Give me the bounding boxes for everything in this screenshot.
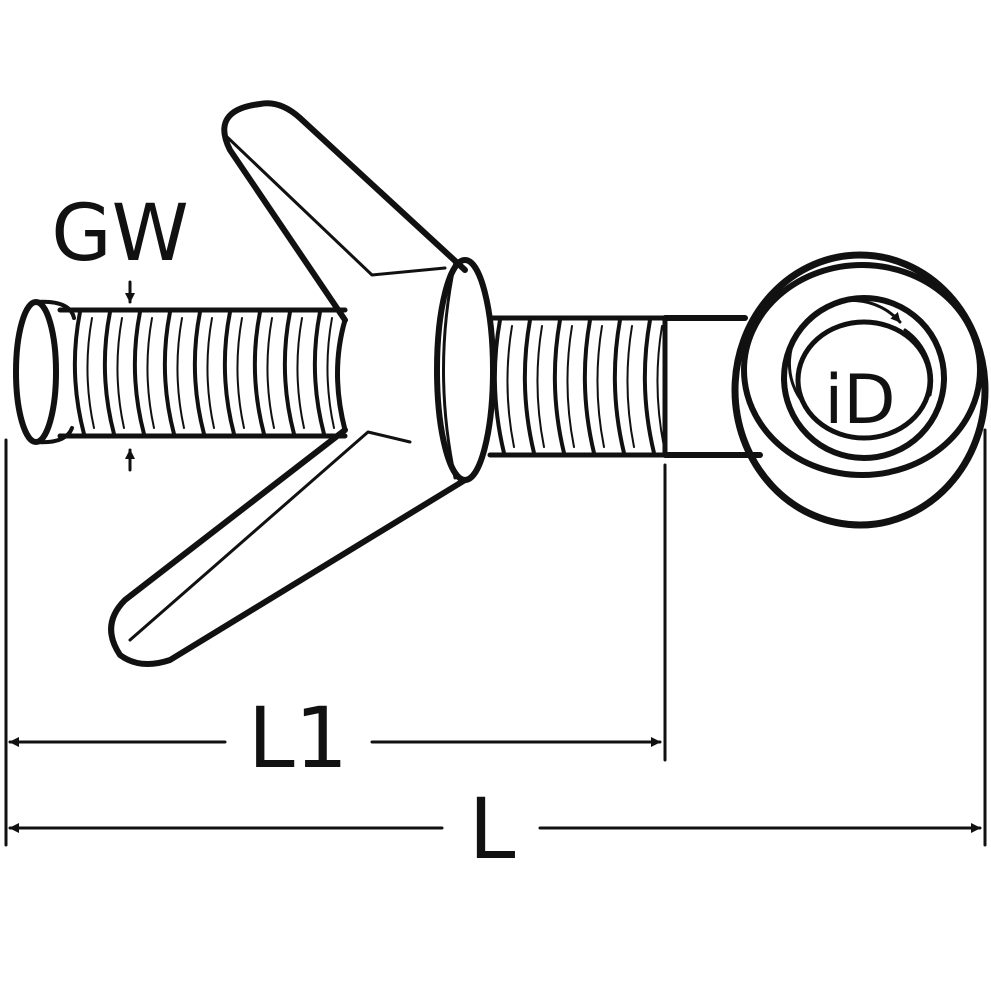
thread-ridge [132,310,146,436]
eye-neck [662,315,763,458]
thread-ridge [492,318,506,455]
label-length-l1: L1 [248,689,348,787]
thread-ridge [296,317,305,429]
thread-ridge [626,325,635,448]
thread-ridge [326,317,335,429]
thread-ridge [146,317,155,429]
thread-left [57,307,348,439]
thread-ridge [116,317,125,429]
thread-ridge [612,318,626,455]
thread-ridge [192,310,206,436]
label-inner-diameter: iD [824,361,895,440]
thread-ridge [566,325,575,448]
thread-ridge [656,325,665,448]
thread-ridge [72,310,86,436]
thread-ridge [582,318,596,455]
thread-ridge [86,317,95,429]
bolt-end-cap [13,299,76,445]
thread-ridge [596,325,605,448]
thread-ridge [552,318,566,455]
thread-ridge [222,310,236,436]
thread-ridge [176,317,185,429]
thread-ridge [252,310,266,436]
thread-ridge [642,318,656,455]
thread-ridge [102,310,116,436]
eye-ring [731,251,989,529]
extension-lines [4,428,987,847]
thread-ridge [162,310,176,436]
thread-ridge [236,317,245,429]
thread-ridge [266,317,275,429]
thread-ridge [506,325,515,448]
wing-nut [108,100,496,667]
thread-ridge [282,310,296,436]
thread-ridge [206,317,215,429]
label-thread-gw: GW [51,189,189,279]
thread-ridge [312,310,326,436]
thread-ridge [536,325,545,448]
thread-right [487,315,668,458]
thread-ridge [522,318,536,455]
label-length-l: L [469,780,516,878]
